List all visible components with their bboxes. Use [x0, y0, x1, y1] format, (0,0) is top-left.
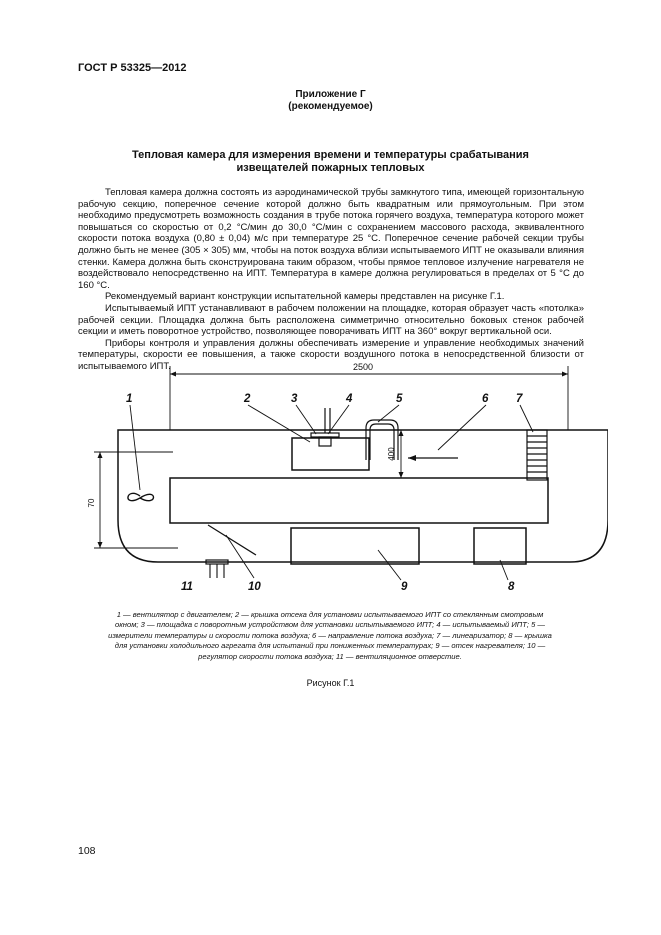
paragraph: Тепловая камера должна состоять из аэрод… [78, 187, 584, 291]
standard-header: ГОСТ Р 53325—2012 [78, 62, 187, 74]
cooler-cover [473, 527, 527, 565]
label-7: 7 [516, 393, 523, 405]
section-title-line1: Тепловая камера для измерения времени и … [132, 149, 529, 161]
label-2: 2 [243, 393, 251, 405]
figure-label: Рисунок Г.1 [306, 678, 355, 688]
dim-width: 2500 [353, 362, 373, 372]
section-title-line2: извещателей пожарных тепловых [236, 162, 425, 174]
paragraph: Приборы контроля и управления должны обе… [78, 337, 584, 372]
label-3: 3 [291, 393, 298, 405]
dim-left-height: 70 [87, 498, 96, 507]
linearizer [526, 429, 548, 481]
label-9: 9 [401, 581, 408, 593]
tested-ipt [318, 436, 332, 447]
label-10: 10 [248, 581, 261, 593]
label-6: 6 [482, 393, 489, 405]
figure-g1-diagram: 2500 400 70 1 2 3 4 5 6 7 8 9 10 11 [87, 362, 608, 593]
label-4: 4 [345, 393, 353, 405]
working-section [169, 477, 549, 524]
flow-regulator [207, 524, 257, 556]
chamber-outline [117, 429, 608, 563]
annex-heading: Приложение Г (рекомендуемое) [0, 89, 661, 113]
label-1: 1 [126, 393, 132, 405]
body-text: Тепловая камера должна состоять из аэрод… [78, 187, 584, 373]
annex-title: Приложение Г [295, 89, 366, 100]
label-11: 11 [181, 581, 193, 593]
paragraph: Рекомендуемый вариант конструкции испыта… [105, 291, 505, 303]
annex-status: (рекомендуемое) [288, 101, 373, 112]
figure-caption: 1 — вентилятор с двигателем; 2 — крышка … [108, 610, 552, 661]
label-8: 8 [508, 581, 515, 593]
section-title: Тепловая камера для измерения времени и … [100, 149, 561, 175]
heater-compartment [290, 527, 420, 565]
label-5: 5 [396, 393, 403, 405]
page-number: 108 [78, 845, 96, 857]
sensors [365, 419, 399, 460]
dim-section-height: 400 [387, 447, 396, 461]
fan-symbol [127, 492, 155, 502]
paragraph: Испытываемый ИПТ устанавливают в рабочем… [78, 302, 584, 338]
